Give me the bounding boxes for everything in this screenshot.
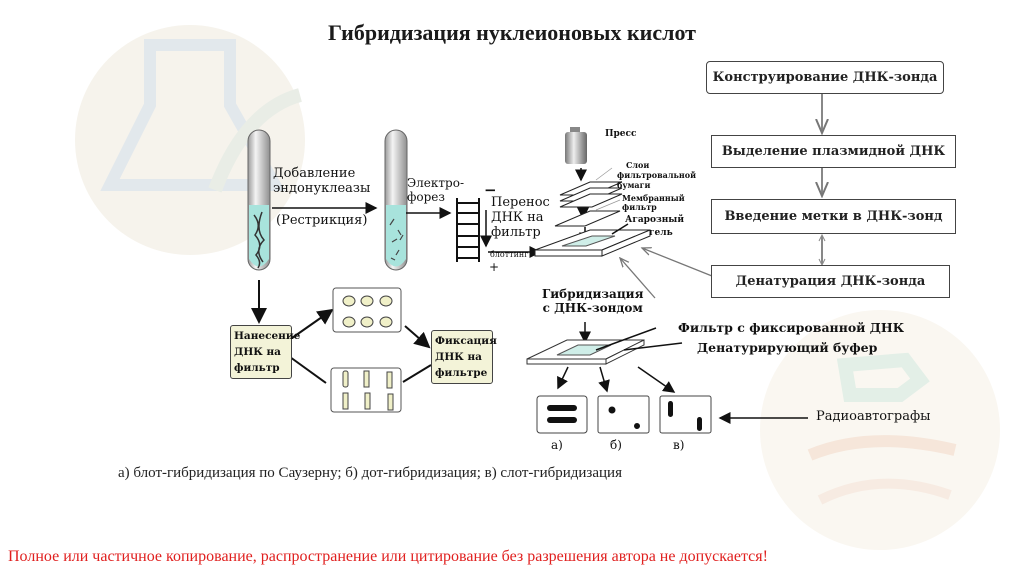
panel-label-a: а) xyxy=(551,438,563,452)
blotting-label: блоттинг xyxy=(490,250,529,259)
transfer-line3: фильтр xyxy=(491,225,541,240)
restriction-line1: Добавление xyxy=(273,166,356,181)
copyright-notice: Полное или частичное копирование, распро… xyxy=(8,548,768,565)
press-label: Пресс xyxy=(605,129,637,139)
flowchart-box-label-probe: Введение метки в ДНК-зонд xyxy=(711,199,956,234)
plus-sign: + xyxy=(489,260,500,274)
apply-line2: ДНК на xyxy=(234,346,281,358)
hybridization-tray xyxy=(526,339,645,365)
paper-line2: фильтровальной xyxy=(617,170,697,180)
hybridization-line2: с ДНК-зондом xyxy=(542,301,643,315)
autoradiograph-b xyxy=(597,395,650,434)
filter-paper-label: Слои фильтровальной бумаги xyxy=(617,160,696,190)
gel-line2: гель xyxy=(649,228,673,238)
electrophoresis-label: Электро- форез xyxy=(407,176,464,204)
membrane-filter xyxy=(554,210,621,227)
transfer-label: Перенос ДНК на фильтр xyxy=(491,195,550,240)
autoradiograph-c xyxy=(659,395,712,434)
gel-line1: Агарозный xyxy=(625,215,685,225)
fix-dna-box: Фиксация ДНК на фильтре xyxy=(431,330,497,384)
paper-line3: бумаги xyxy=(617,180,651,190)
gel-ladder xyxy=(456,198,480,262)
transfer-line1: Перенос xyxy=(491,195,550,210)
test-tube-2 xyxy=(384,129,408,271)
autoradiographs-label: Радиоавтографы xyxy=(816,409,931,424)
denaturing-buffer-label: Денатурирующий буфер xyxy=(697,340,878,355)
fix-line2: ДНК на xyxy=(435,351,482,363)
panel-label-b: б) xyxy=(610,438,622,452)
transfer-line2: ДНК на xyxy=(491,210,544,225)
panel-label-c: в) xyxy=(673,438,685,452)
fix-line3: фильтре xyxy=(435,367,488,379)
flowchart-box-construct-probe: Конструирование ДНК-зонда xyxy=(706,61,944,94)
membrane-line2: фильтр xyxy=(622,202,657,212)
flowchart-box-isolate-plasmid: Выделение плазмидной ДНК xyxy=(711,135,956,168)
page-title: Гибридизация нуклеионовых кислот xyxy=(328,20,696,45)
gel-tray xyxy=(534,229,651,257)
autoradiograph-a xyxy=(536,395,588,434)
apply-dna-box: Нанесение ДНК на фильтр xyxy=(230,325,301,379)
figure-caption: а) блот-гибридизация по Саузерну; б) дот… xyxy=(118,465,622,481)
electrophoresis-line1: Электро- xyxy=(407,176,465,190)
dot-blot-card xyxy=(332,287,402,333)
apply-line3: фильтр xyxy=(234,362,280,374)
filter-fixed-dna-label: Фильтр с фиксированной ДНК xyxy=(678,320,905,335)
restriction-subtitle: (Рестрикция) xyxy=(276,213,368,228)
slot-blot-card xyxy=(330,367,402,413)
fix-line1: Фиксация xyxy=(435,335,497,347)
membrane-filter-label: Мембранный фильтр xyxy=(622,194,685,212)
hybridization-label: Гибридизация с ДНК-зондом xyxy=(542,287,643,315)
restriction-line2: эндонуклеазы xyxy=(273,181,371,196)
press-weight xyxy=(565,127,587,164)
agarose-gel-label: Агарозный гель xyxy=(625,214,684,240)
test-tube-1 xyxy=(247,129,271,271)
minus-sign: − xyxy=(484,181,497,199)
electrophoresis-line2: форез xyxy=(407,190,445,204)
hybridization-line1: Гибридизация xyxy=(542,287,644,301)
restriction-label: Добавление эндонуклеазы xyxy=(273,166,370,196)
filter-paper-layers xyxy=(559,181,623,208)
apply-line1: Нанесение xyxy=(234,330,301,342)
membrane-line1: Мембранный xyxy=(622,193,685,203)
paper-line1: Слои xyxy=(626,160,650,170)
flowchart-box-denature-probe: Денатурация ДНК-зонда xyxy=(711,265,950,298)
